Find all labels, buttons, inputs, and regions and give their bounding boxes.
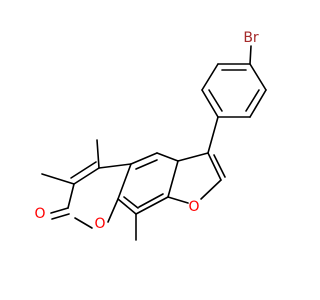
bond-carbonyl-1	[50, 207, 69, 214]
bond-pyranone-3	[67, 183, 75, 209]
bond-br-c	[249, 45, 252, 65]
bond-methyl-left	[41, 173, 75, 185]
molecule-structure-drawing: Br O O O	[34, 30, 267, 241]
bond-benzene-2-double	[135, 159, 158, 170]
bond-phenyl-1	[249, 63, 267, 91]
bond-pyranone-2	[73, 167, 100, 185]
bond-benzene-5	[135, 196, 169, 215]
bond-benzene-4-double	[123, 196, 139, 209]
bond-furan-c3-c2-double	[213, 154, 226, 178]
bond-pyranone-5	[107, 198, 119, 223]
bond-phenyl-5	[201, 63, 219, 91]
furan-oxygen-label: O	[188, 199, 199, 215]
bond-furan-c3a-c7a	[167, 160, 179, 198]
bond-phenyl-2	[249, 89, 267, 118]
bond-lines	[41, 45, 267, 241]
bond-carbonyl-2	[51, 213, 70, 220]
bond-phenyl-4	[201, 89, 219, 118]
bond-pyranone-1	[98, 163, 132, 169]
bond-pyranone-4	[74, 217, 93, 229]
bond-methyl-top	[96, 139, 100, 169]
bond-furan-c3-c3a	[177, 152, 209, 162]
pyranone-oxygen-label: O	[94, 216, 105, 232]
bond-furan-c3-c2	[207, 152, 222, 181]
bond-benzene-5-double	[138, 193, 164, 208]
bromine-label: Br	[243, 30, 259, 46]
bond-furan-o-c7a	[167, 196, 189, 204]
atom-labels: Br O O O	[34, 30, 258, 232]
bond-pyranone-2-double	[70, 161, 97, 179]
bond-benzene-4	[117, 198, 137, 215]
bond-benzene-2	[130, 152, 158, 165]
bond-phenyl-furan	[207, 116, 219, 154]
carbonyl-oxygen-label: O	[34, 206, 45, 222]
bond-phenyl-inner-2	[245, 89, 260, 112]
bond-benzene-3	[117, 163, 132, 200]
bond-furan-c2-o	[200, 179, 222, 200]
bond-benzene-1	[156, 152, 179, 162]
bond-phenyl-inner-3	[208, 89, 223, 112]
